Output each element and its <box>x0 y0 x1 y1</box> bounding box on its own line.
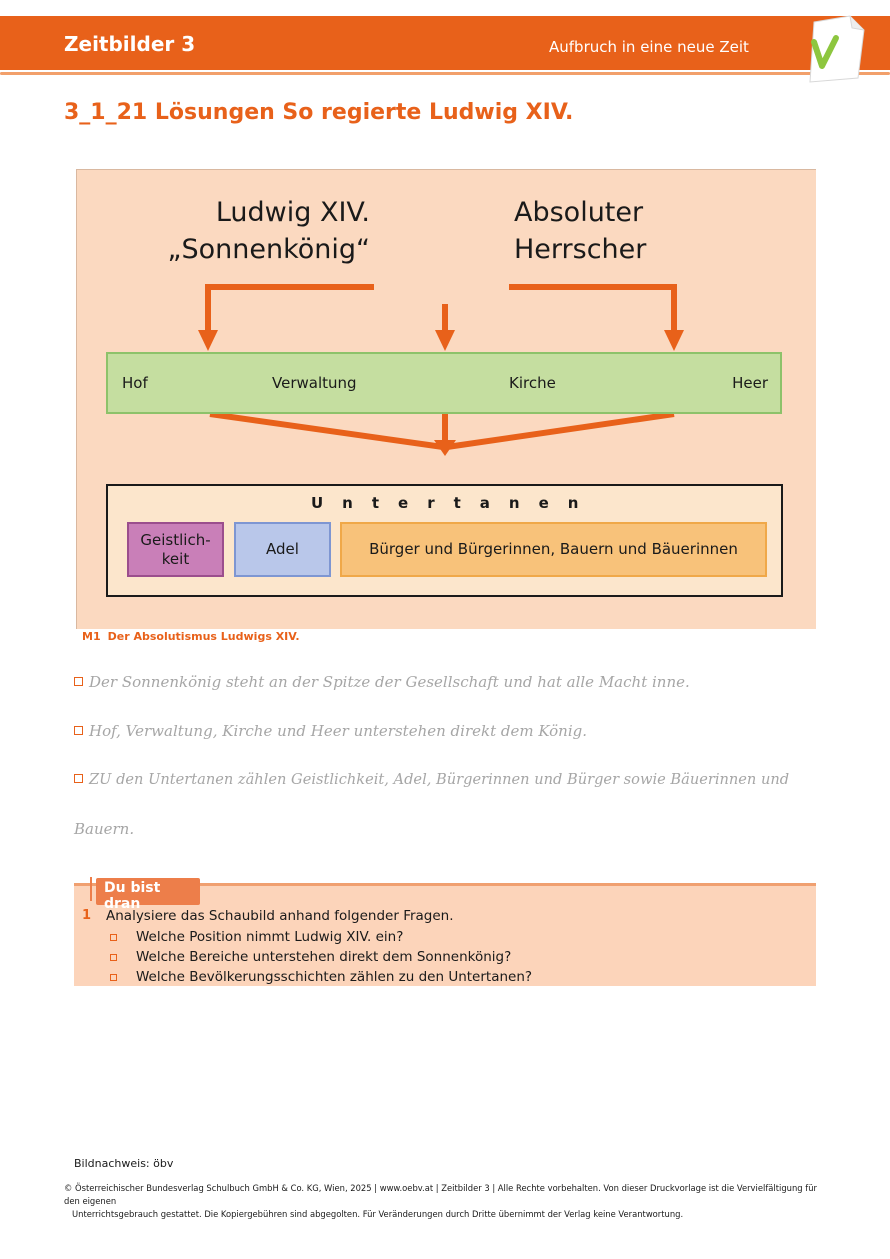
group-nobility: Adel <box>234 522 331 577</box>
subquestion-checkbox[interactable] <box>110 974 117 981</box>
caption-label: M1 <box>82 630 101 643</box>
header-brand: Zeitbilder 3 <box>64 32 196 56</box>
diagram-heading-absolute-ruler: Absoluter Herrscher <box>514 194 646 268</box>
diagram-heading-ludwig: Ludwig XIV. „Sonnenkönig“ <box>167 194 370 268</box>
heading-ruler-line2: Herrscher <box>514 234 647 265</box>
heading-ruler-line1: Absoluter <box>514 197 644 228</box>
image-credit: Bildnachweis: öbv <box>74 1157 174 1170</box>
task-top-line <box>74 883 816 886</box>
copyright-footer: © Österreichischer Bundesverlag Schulbuc… <box>64 1182 824 1221</box>
checkmark-page-logo-icon <box>809 15 865 83</box>
heading-ludwig-line1: Ludwig XIV. <box>215 197 370 228</box>
answer-line-1: Der Sonnenkönig steht an der Spitze der … <box>74 673 690 691</box>
footer-line-1: © Österreichischer Bundesverlag Schulbuc… <box>64 1183 817 1206</box>
subjects-box: Untertanen Geistlich- keit Adel Bürger u… <box>106 484 783 597</box>
domain-administration: Verwaltung <box>272 374 357 392</box>
domains-bar: Hof Verwaltung Kirche Heer <box>106 352 782 414</box>
subquestion-1: Welche Position nimmt Ludwig XIV. ein? <box>136 929 404 945</box>
absolutism-diagram: Ludwig XIV. „Sonnenkönig“ Absoluter Herr… <box>76 169 816 629</box>
subquestion-checkbox[interactable] <box>110 934 117 941</box>
answer-line-3: ZU den Untertanen zählen Geistlichkeit, … <box>74 771 789 788</box>
task-box: Du bist dran 1 Analysiere das Schaubild … <box>74 877 816 986</box>
page-title: 3_1_21 Lösungen So regierte Ludwig XIV. <box>64 100 574 125</box>
header-divider <box>0 72 890 75</box>
answer-checkbox[interactable] <box>74 774 83 783</box>
subquestion-2: Welche Bereiche unterstehen direkt dem S… <box>136 949 512 965</box>
header-bar <box>0 16 890 70</box>
answer-line-2: Hof, Verwaltung, Kirche und Heer unterst… <box>74 722 587 740</box>
domain-court: Hof <box>122 374 148 392</box>
figure-caption: M1 Der Absolutismus Ludwigs XIV. <box>82 630 300 643</box>
task-number: 1 <box>82 908 92 923</box>
diagram-arrows <box>198 284 684 456</box>
subquestion-3: Welche Bevölkerungsschichten zählen zu d… <box>136 969 533 985</box>
header-topic: Aufbruch in eine neue Zeit <box>549 38 749 56</box>
group-clergy: Geistlich- keit <box>127 522 224 577</box>
domain-army: Heer <box>732 374 768 392</box>
answer-line-4: Bauern. <box>74 820 135 838</box>
group-commons: Bürger und Bürgerinnen, Bauern und Bäuer… <box>340 522 767 577</box>
subjects-title: Untertanen <box>311 494 598 512</box>
heading-ludwig-line2: „Sonnenkönig“ <box>167 234 370 265</box>
answer-checkbox[interactable] <box>74 677 83 686</box>
answer-checkbox[interactable] <box>74 726 83 735</box>
task-tag-label: Du bist dran <box>104 880 161 912</box>
footer-line-2: Unterrichtsgebrauch gestattet. Die Kopie… <box>72 1209 684 1219</box>
task-tag-accent <box>90 877 92 901</box>
task-tag: Du bist dran <box>96 878 200 912</box>
task-question: Analysiere das Schaubild anhand folgende… <box>106 908 454 924</box>
domain-church: Kirche <box>509 374 556 392</box>
subquestion-checkbox[interactable] <box>110 954 117 961</box>
caption-text: Der Absolutismus Ludwigs XIV. <box>107 630 300 643</box>
